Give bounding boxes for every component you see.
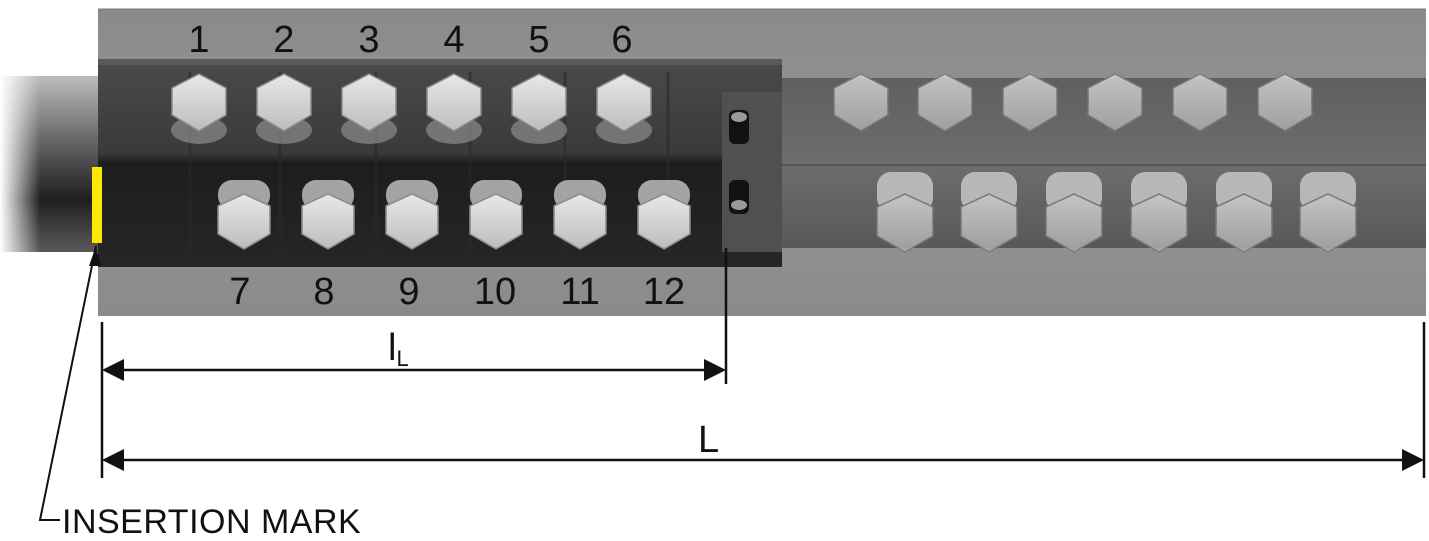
bolt-2-icon (256, 73, 312, 144)
pin-top-icon (729, 110, 749, 144)
bolt-row-top-ghost (833, 73, 1313, 132)
bolt-row-top (171, 73, 652, 144)
bolt-row-bottom-ghost (876, 172, 1357, 253)
bolt-number-12: 12 (643, 271, 685, 313)
bolt-number-9: 9 (398, 271, 419, 313)
arrow-left-icon (102, 449, 124, 471)
arrow-right-icon (1402, 449, 1424, 471)
arrow-left-icon (102, 359, 124, 381)
arrow-right-icon (704, 359, 726, 381)
bolt-number-2: 2 (273, 19, 294, 61)
insertion-length-subscript: L (396, 346, 408, 371)
bolt-12-icon (637, 180, 691, 250)
dimension-arrowheads (102, 359, 1424, 471)
dimension-lines (100, 248, 1426, 478)
insertion-mark-leader (38, 245, 101, 521)
bolt-9-icon (385, 180, 439, 250)
bolt-1-icon (171, 73, 227, 144)
bolt-number-10: 10 (474, 271, 516, 313)
bolt-7-icon (217, 180, 271, 250)
bolt-8-icon (301, 180, 355, 250)
bolt-number-1: 1 (188, 19, 209, 61)
bolt-6-icon (596, 73, 652, 144)
bolt-number-11: 11 (560, 271, 599, 313)
leader-arrow-icon (89, 246, 101, 266)
bolt-10-icon (469, 180, 523, 250)
bolt-3-icon (341, 73, 397, 144)
bolt-11-icon (553, 180, 607, 250)
bolt-number-8: 8 (313, 271, 334, 313)
bolt-row-bottom (217, 180, 691, 250)
bolt-number-5: 5 (528, 19, 549, 61)
bolt-number-4: 4 (443, 19, 464, 61)
insertion-length-label: lL (388, 327, 409, 371)
insertion-mark-line (92, 167, 102, 243)
rebar (0, 76, 104, 252)
bolt-5-icon (511, 73, 567, 144)
bolt-number-3: 3 (358, 19, 379, 61)
pin-bottom-icon (729, 180, 749, 214)
bolt-number-7: 7 (229, 271, 250, 313)
bolt-number-6: 6 (611, 19, 632, 61)
insertion-mark-label: INSERTION MARK (62, 503, 361, 541)
insertion-length-main: l (388, 327, 396, 369)
total-length-label: L (698, 419, 719, 461)
bolt-4-icon (426, 73, 482, 144)
